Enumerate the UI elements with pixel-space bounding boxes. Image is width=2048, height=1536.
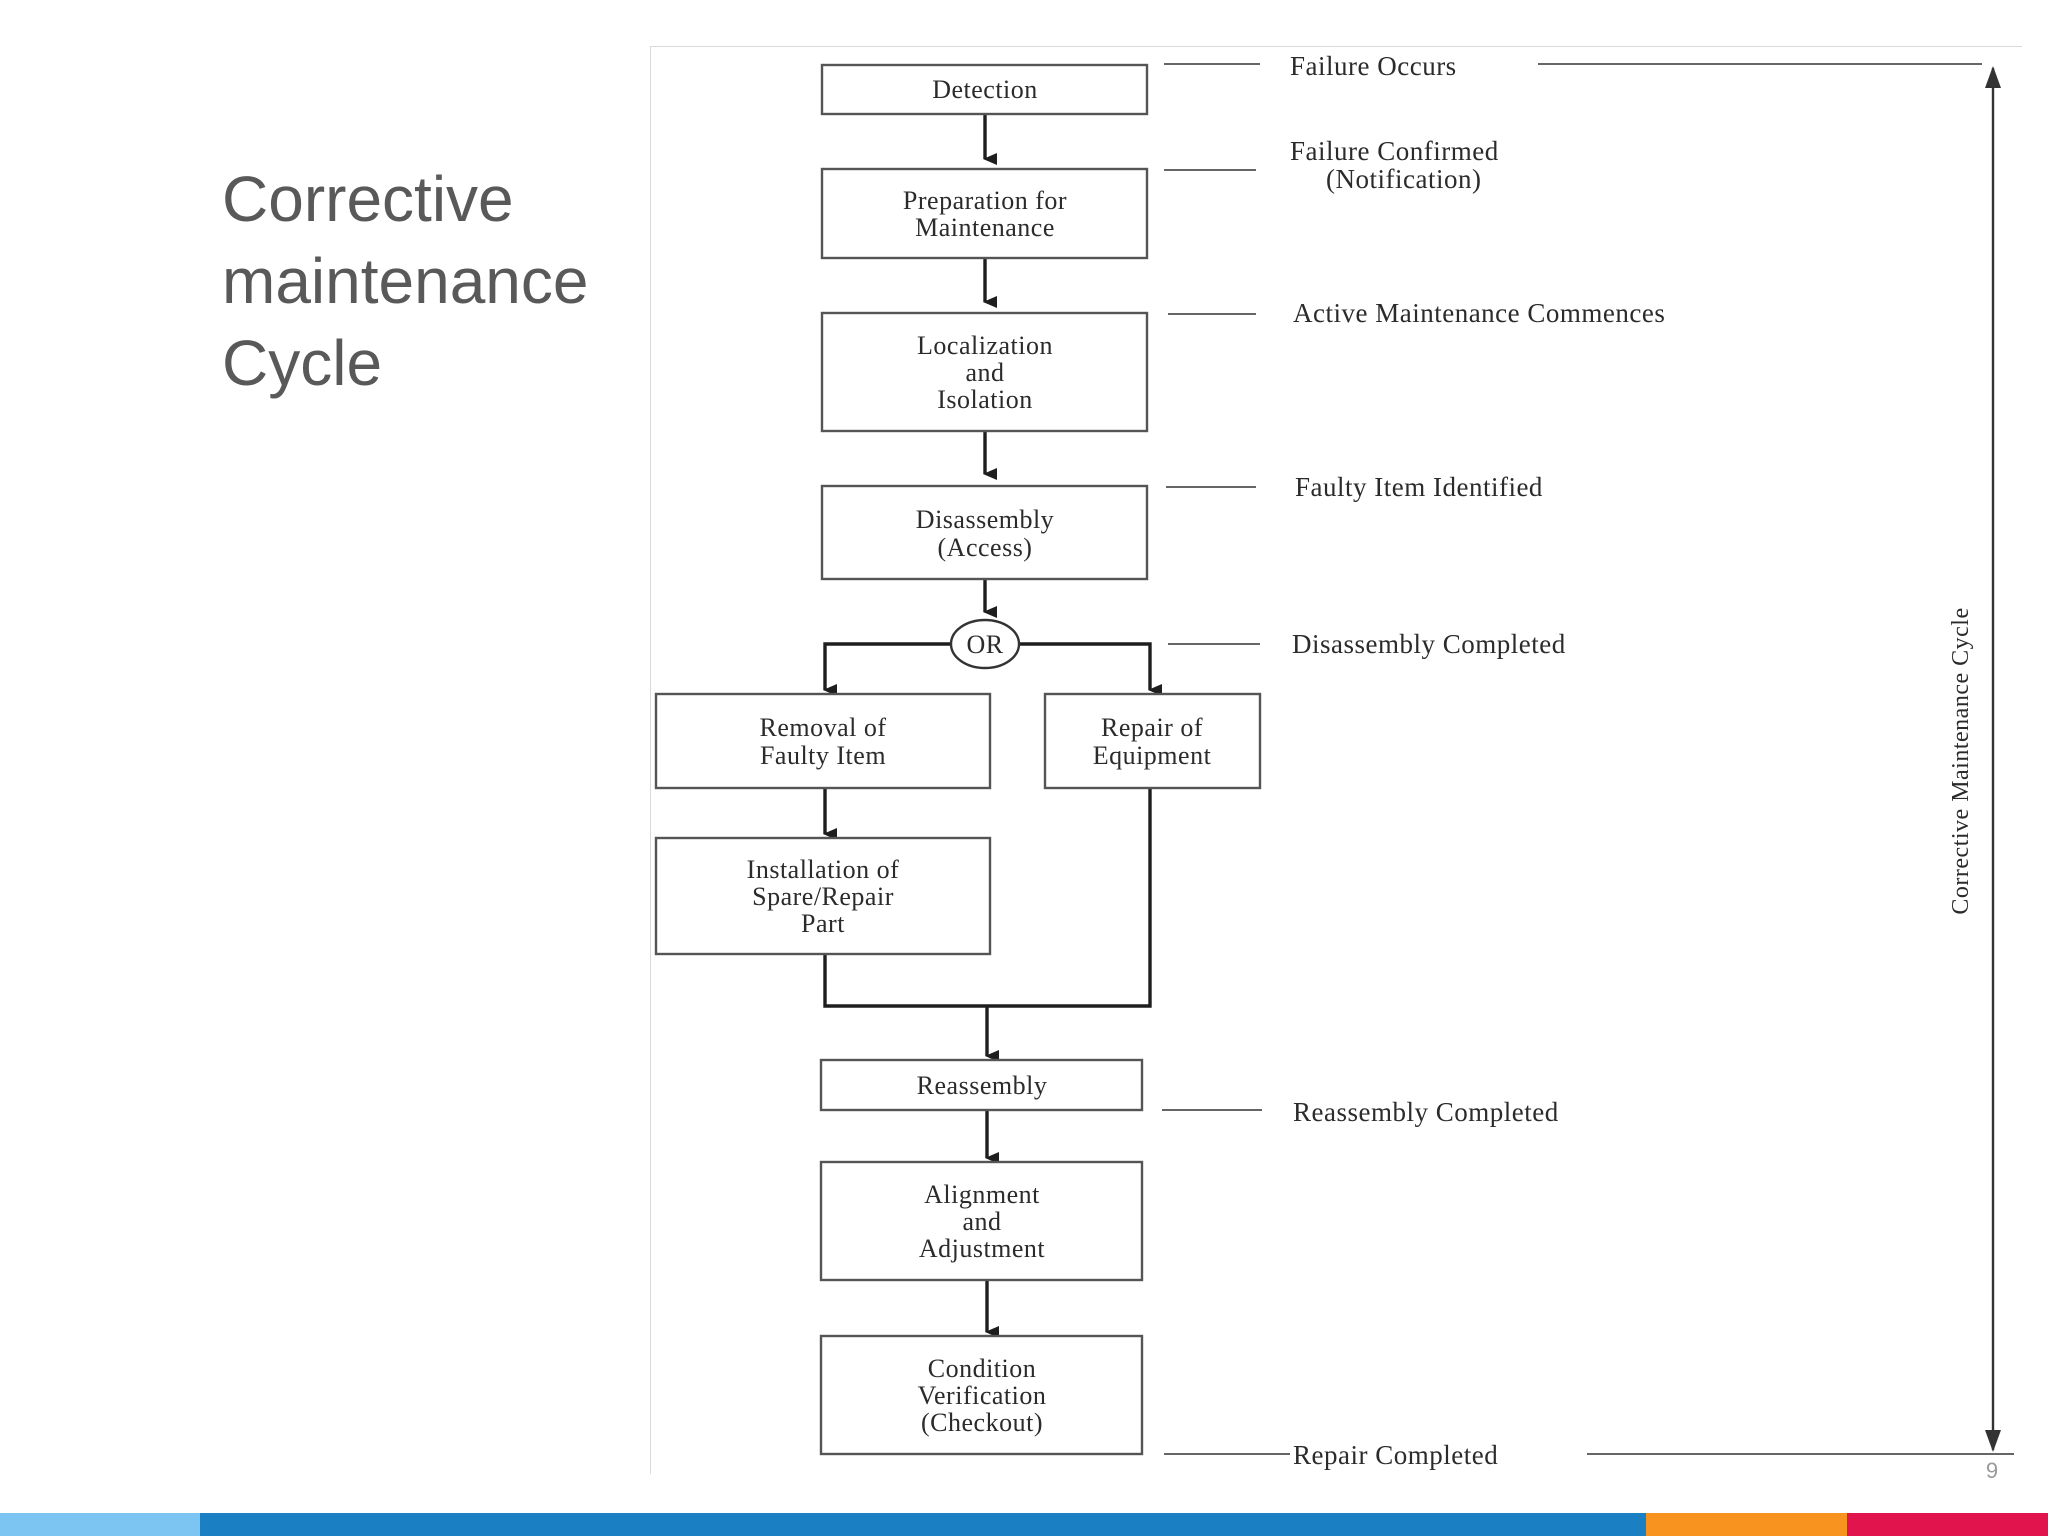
corrective-maintenance-flowchart: Detection Preparation for Maintenance Lo… <box>650 46 2022 1474</box>
footer-segment-blue <box>200 1513 1646 1536</box>
step-repair: Repair of Equipment <box>1043 692 1262 790</box>
step-repair-label: Repair of <box>1101 713 1203 742</box>
step-disassembly-label: Disassembly <box>916 505 1054 534</box>
step-alignment-label: Adjustment <box>919 1234 1046 1263</box>
step-localization-label: Isolation <box>937 385 1033 414</box>
event-failure-confirmed-label: Failure Confirmed <box>1290 136 1499 166</box>
page-number: 9 <box>1985 1458 1999 1483</box>
event-active-maintenance-label: Active Maintenance Commences <box>1293 298 1665 328</box>
step-repair-label: Equipment <box>1093 741 1212 770</box>
step-removal-label: Removal of <box>759 713 886 742</box>
step-installation: Installation of Spare/Repair Part <box>654 836 992 956</box>
step-verification-label: Condition <box>928 1354 1037 1383</box>
step-preparation-label: Maintenance <box>915 213 1055 242</box>
event-failure-confirmed-label: (Notification) <box>1326 164 1481 194</box>
step-preparation: Preparation for Maintenance <box>820 167 1149 260</box>
cycle-dimension-arrow <box>1985 66 2001 1452</box>
step-verification-label: (Checkout) <box>921 1408 1043 1437</box>
event-failure-occurs-label: Failure Occurs <box>1290 51 1457 81</box>
step-installation-label: Spare/Repair <box>752 882 894 911</box>
step-alignment-label: and <box>962 1207 1001 1236</box>
event-reassembly-completed-label: Reassembly Completed <box>1293 1097 1559 1127</box>
event-repair-completed: Repair Completed <box>1164 1440 2014 1470</box>
flow-connectors <box>823 114 1162 1338</box>
footer-segment-orange <box>1646 1513 1847 1536</box>
step-detection: Detection <box>820 63 1149 116</box>
step-localization-label: and <box>965 358 1004 387</box>
event-active-maintenance: Active Maintenance Commences <box>1168 298 1665 328</box>
arrow-or-to-repair <box>1019 642 1162 696</box>
event-failure-occurs: Failure Occurs <box>1164 51 1982 81</box>
cycle-label: Corrective Maintenance Cycle <box>1948 607 1974 914</box>
or-junction: OR <box>949 618 1021 670</box>
step-verification: Condition Verification (Checkout) <box>819 1334 1144 1456</box>
footer-color-bar <box>0 1513 2048 1536</box>
step-alignment-label: Alignment <box>924 1180 1040 1209</box>
step-removal: Removal of Faulty Item <box>654 692 992 790</box>
event-faulty-item-identified-label: Faulty Item Identified <box>1295 472 1543 502</box>
step-preparation-label: Preparation for <box>903 186 1067 215</box>
arrow-or-to-removal <box>823 642 951 696</box>
step-disassembly: Disassembly (Access) <box>820 484 1149 581</box>
slide-title-line: Cycle <box>222 327 383 399</box>
step-installation-label: Part <box>801 909 845 938</box>
event-repair-completed-label: Repair Completed <box>1293 1440 1498 1470</box>
event-reassembly-completed: Reassembly Completed <box>1162 1097 1559 1127</box>
event-failure-confirmed: Failure Confirmed (Notification) <box>1164 136 1499 194</box>
step-installation-label: Installation of <box>747 855 900 884</box>
event-faulty-item-identified: Faulty Item Identified <box>1166 472 1543 502</box>
step-verification-label: Verification <box>918 1381 1047 1410</box>
step-reassembly: Reassembly <box>819 1058 1144 1112</box>
slide-title-line: maintenance <box>222 245 589 317</box>
step-alignment: Alignment and Adjustment <box>819 1160 1144 1282</box>
step-localization: Localization and Isolation <box>820 311 1149 433</box>
event-disassembly-completed: Disassembly Completed <box>1168 629 1566 659</box>
or-junction-label: OR <box>966 630 1003 659</box>
step-removal-label: Faulty Item <box>760 741 886 770</box>
step-detection-label: Detection <box>932 75 1038 104</box>
footer-segment-light-blue <box>0 1513 200 1536</box>
step-localization-label: Localization <box>917 331 1053 360</box>
slide-title-line: Corrective <box>222 163 514 235</box>
event-disassembly-completed-label: Disassembly Completed <box>1292 629 1566 659</box>
step-disassembly-label: (Access) <box>938 533 1033 562</box>
footer-segment-red <box>1847 1513 2048 1536</box>
slide-title: Corrective maintenance Cycle <box>222 158 642 404</box>
step-reassembly-label: Reassembly <box>917 1071 1048 1100</box>
